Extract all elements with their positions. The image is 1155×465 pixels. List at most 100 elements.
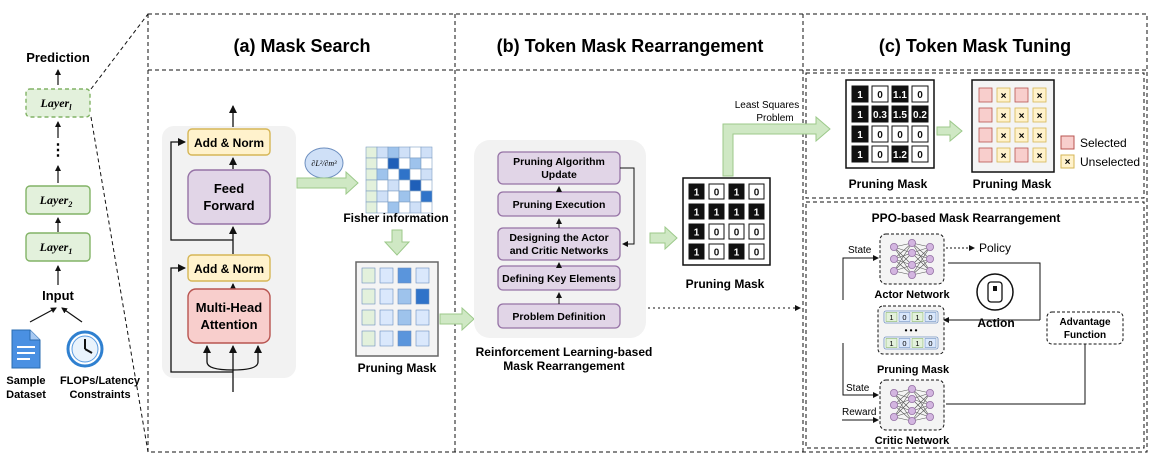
feed-forward-box [187, 169, 271, 225]
unselected-cell [996, 87, 1011, 103]
nn-node [890, 400, 899, 409]
mask-row-cell [885, 338, 898, 348]
mask-row-value: 1 [915, 313, 919, 322]
fisher-cell [376, 179, 389, 192]
unselected-cell [1032, 107, 1047, 123]
ppo-title: PPO-based Mask Rearrangement [872, 211, 1061, 225]
panel-b-title: (b) Token Mask Rearrangement [497, 36, 764, 56]
fisher-cell [420, 157, 433, 170]
arrow-to-fisher [296, 170, 359, 196]
pruning-mask-cell-a [397, 288, 412, 305]
mask-row-cell [898, 338, 911, 348]
least-squares-arrow [722, 115, 831, 177]
mha-line1: Multi-Head [196, 300, 263, 315]
legend-selected-label: Selected [1080, 136, 1127, 150]
value-mask-cell [871, 105, 889, 123]
value-mask-value: 0 [917, 150, 923, 161]
unselected-mark: × [1037, 91, 1043, 102]
layer-1-box [25, 232, 91, 262]
nn-node [890, 242, 899, 251]
binary-mask-value: 0 [754, 188, 760, 199]
selected-cell [978, 127, 993, 143]
fisher-cell [409, 157, 422, 170]
nn-edge [911, 246, 931, 266]
feed-forward-line2: Forward [203, 198, 254, 213]
binary-mask-value: 0 [734, 228, 740, 239]
panel-c-title: (c) Token Mask Tuning [879, 36, 1071, 56]
nn-node [890, 266, 899, 275]
critic-network-label: Critic Network [875, 435, 950, 447]
mha-line2: Attention [200, 317, 257, 332]
actor-network-label: Actor Network [874, 289, 950, 301]
layer-1-sub: 1 [68, 247, 72, 256]
unselected-cell [996, 107, 1011, 123]
mask-row-value: 1 [889, 313, 893, 322]
value-mask-value: 1.5 [893, 110, 907, 121]
tuned-pruning-mask: ×××××××××× [971, 79, 1055, 173]
reward-label: Reward [842, 407, 876, 418]
binary-mask-cell [728, 243, 745, 260]
pruning-mask-cell-a [415, 267, 430, 284]
panel-c-top-frame [805, 72, 1145, 199]
unselected-mark: × [1037, 151, 1043, 162]
mask-row-cell [924, 312, 937, 322]
selected-cell [978, 107, 993, 123]
binary-mask-value: 1 [694, 228, 700, 239]
legend-unselected-mark: × [1065, 157, 1071, 168]
layer-l-box [25, 88, 91, 118]
action-label: Action [977, 316, 1014, 330]
nn-edge [911, 404, 931, 422]
value-mask-cell [911, 125, 929, 143]
pruning-mask-cell-a [415, 330, 430, 347]
advantage-line2: Function [1064, 330, 1106, 341]
unselected-mark: × [1037, 131, 1043, 142]
binary-mask-cell [748, 243, 765, 260]
rl-step-label: Problem Definition [512, 311, 605, 323]
mask-row [883, 310, 939, 324]
unselected-cell [1032, 127, 1047, 143]
unselected-mark: × [1019, 131, 1025, 142]
rl-feedback-arrow [620, 167, 635, 247]
nn-node [908, 238, 917, 247]
fisher-cell [365, 157, 378, 170]
arrow-to-pruning-mask [383, 229, 411, 256]
nn-edge [911, 246, 931, 276]
layer-2-box [25, 185, 91, 215]
nn-edge [893, 388, 913, 418]
selected-cell [978, 147, 993, 163]
fisher-cell [387, 146, 400, 159]
legend-unselected-swatch [1060, 154, 1075, 169]
binary-mask-cell [708, 203, 725, 220]
fisher-cell [365, 168, 378, 181]
value-mask-cell [871, 85, 889, 103]
fisher-cell [398, 190, 411, 203]
pruning-mask-label-c2: Pruning Mask [973, 177, 1052, 191]
binary-mask-cell [688, 183, 705, 200]
nn-node [926, 400, 935, 409]
value-mask-value: 0.3 [873, 110, 887, 121]
rl-step-label: Pruning Execution [513, 199, 606, 211]
ellipsis-vertical: ⋮ [50, 142, 66, 159]
pruning-mask-label-a: Pruning Mask [358, 361, 437, 375]
layer-1-label: Layer [39, 240, 69, 254]
fisher-cell [398, 157, 411, 170]
value-mask-cell [871, 125, 889, 143]
pruning-mask-cell-a [415, 309, 430, 326]
unselected-cell [1032, 87, 1047, 103]
unselected-mark: × [1037, 111, 1043, 122]
binary-mask-value: 0 [714, 248, 720, 259]
fisher-cell [420, 179, 433, 192]
nn-edge [893, 398, 913, 418]
binary-mask-value: 1 [694, 248, 700, 259]
feed-forward-line1: Feed [214, 181, 244, 196]
nn-edge [893, 388, 913, 406]
nn-node [926, 254, 935, 263]
mask-row-cell [924, 338, 937, 348]
nn-edge [911, 392, 931, 412]
arrow-to-panel-b [439, 306, 475, 332]
value-mask-cell [851, 145, 869, 163]
binary-mask-value: 1 [754, 208, 760, 219]
value-mask-value: 0 [917, 130, 923, 141]
